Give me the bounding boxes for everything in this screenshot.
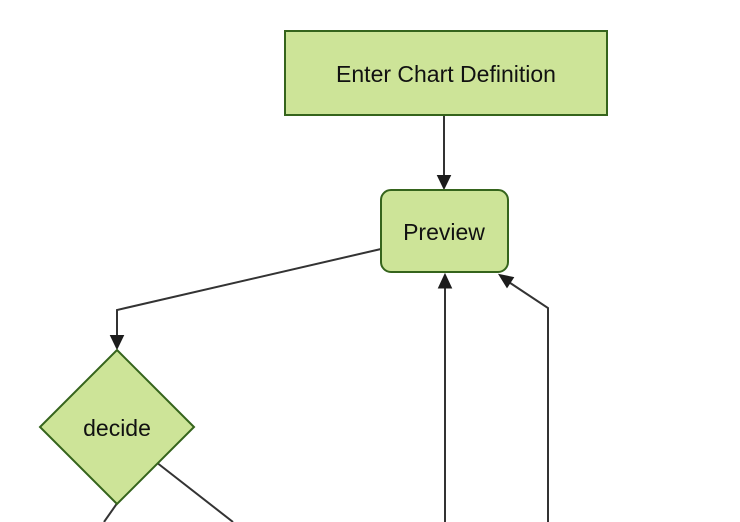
edge-layer — [103, 115, 549, 522]
edge-decide-to-offscreen-left — [103, 501, 119, 522]
node-preview: Preview — [380, 189, 509, 273]
arrowhead-into-preview-top-icon — [436, 175, 452, 191]
arrowhead-into-preview-bottom-icon — [437, 272, 453, 289]
edge-offscreen-right-to-preview — [507, 280, 549, 522]
preview-box — [380, 189, 509, 273]
preview-label: Preview — [403, 219, 485, 245]
enter-chart-definition-box — [284, 30, 608, 116]
arrowhead-into-preview-corner-icon — [497, 273, 515, 289]
enter-chart-definition-label: Enter Chart Definition — [336, 61, 556, 87]
node-decide: decide — [38, 348, 196, 506]
decide-diamond — [38, 348, 196, 506]
node-enter-chart-definition: Enter Chart Definition — [284, 30, 608, 116]
edge-preview-to-decide — [116, 248, 382, 337]
edge-decide-to-offscreen-right — [155, 461, 234, 522]
arrowhead-into-decide-top-icon — [109, 335, 125, 351]
decide-label: decide — [83, 415, 151, 441]
